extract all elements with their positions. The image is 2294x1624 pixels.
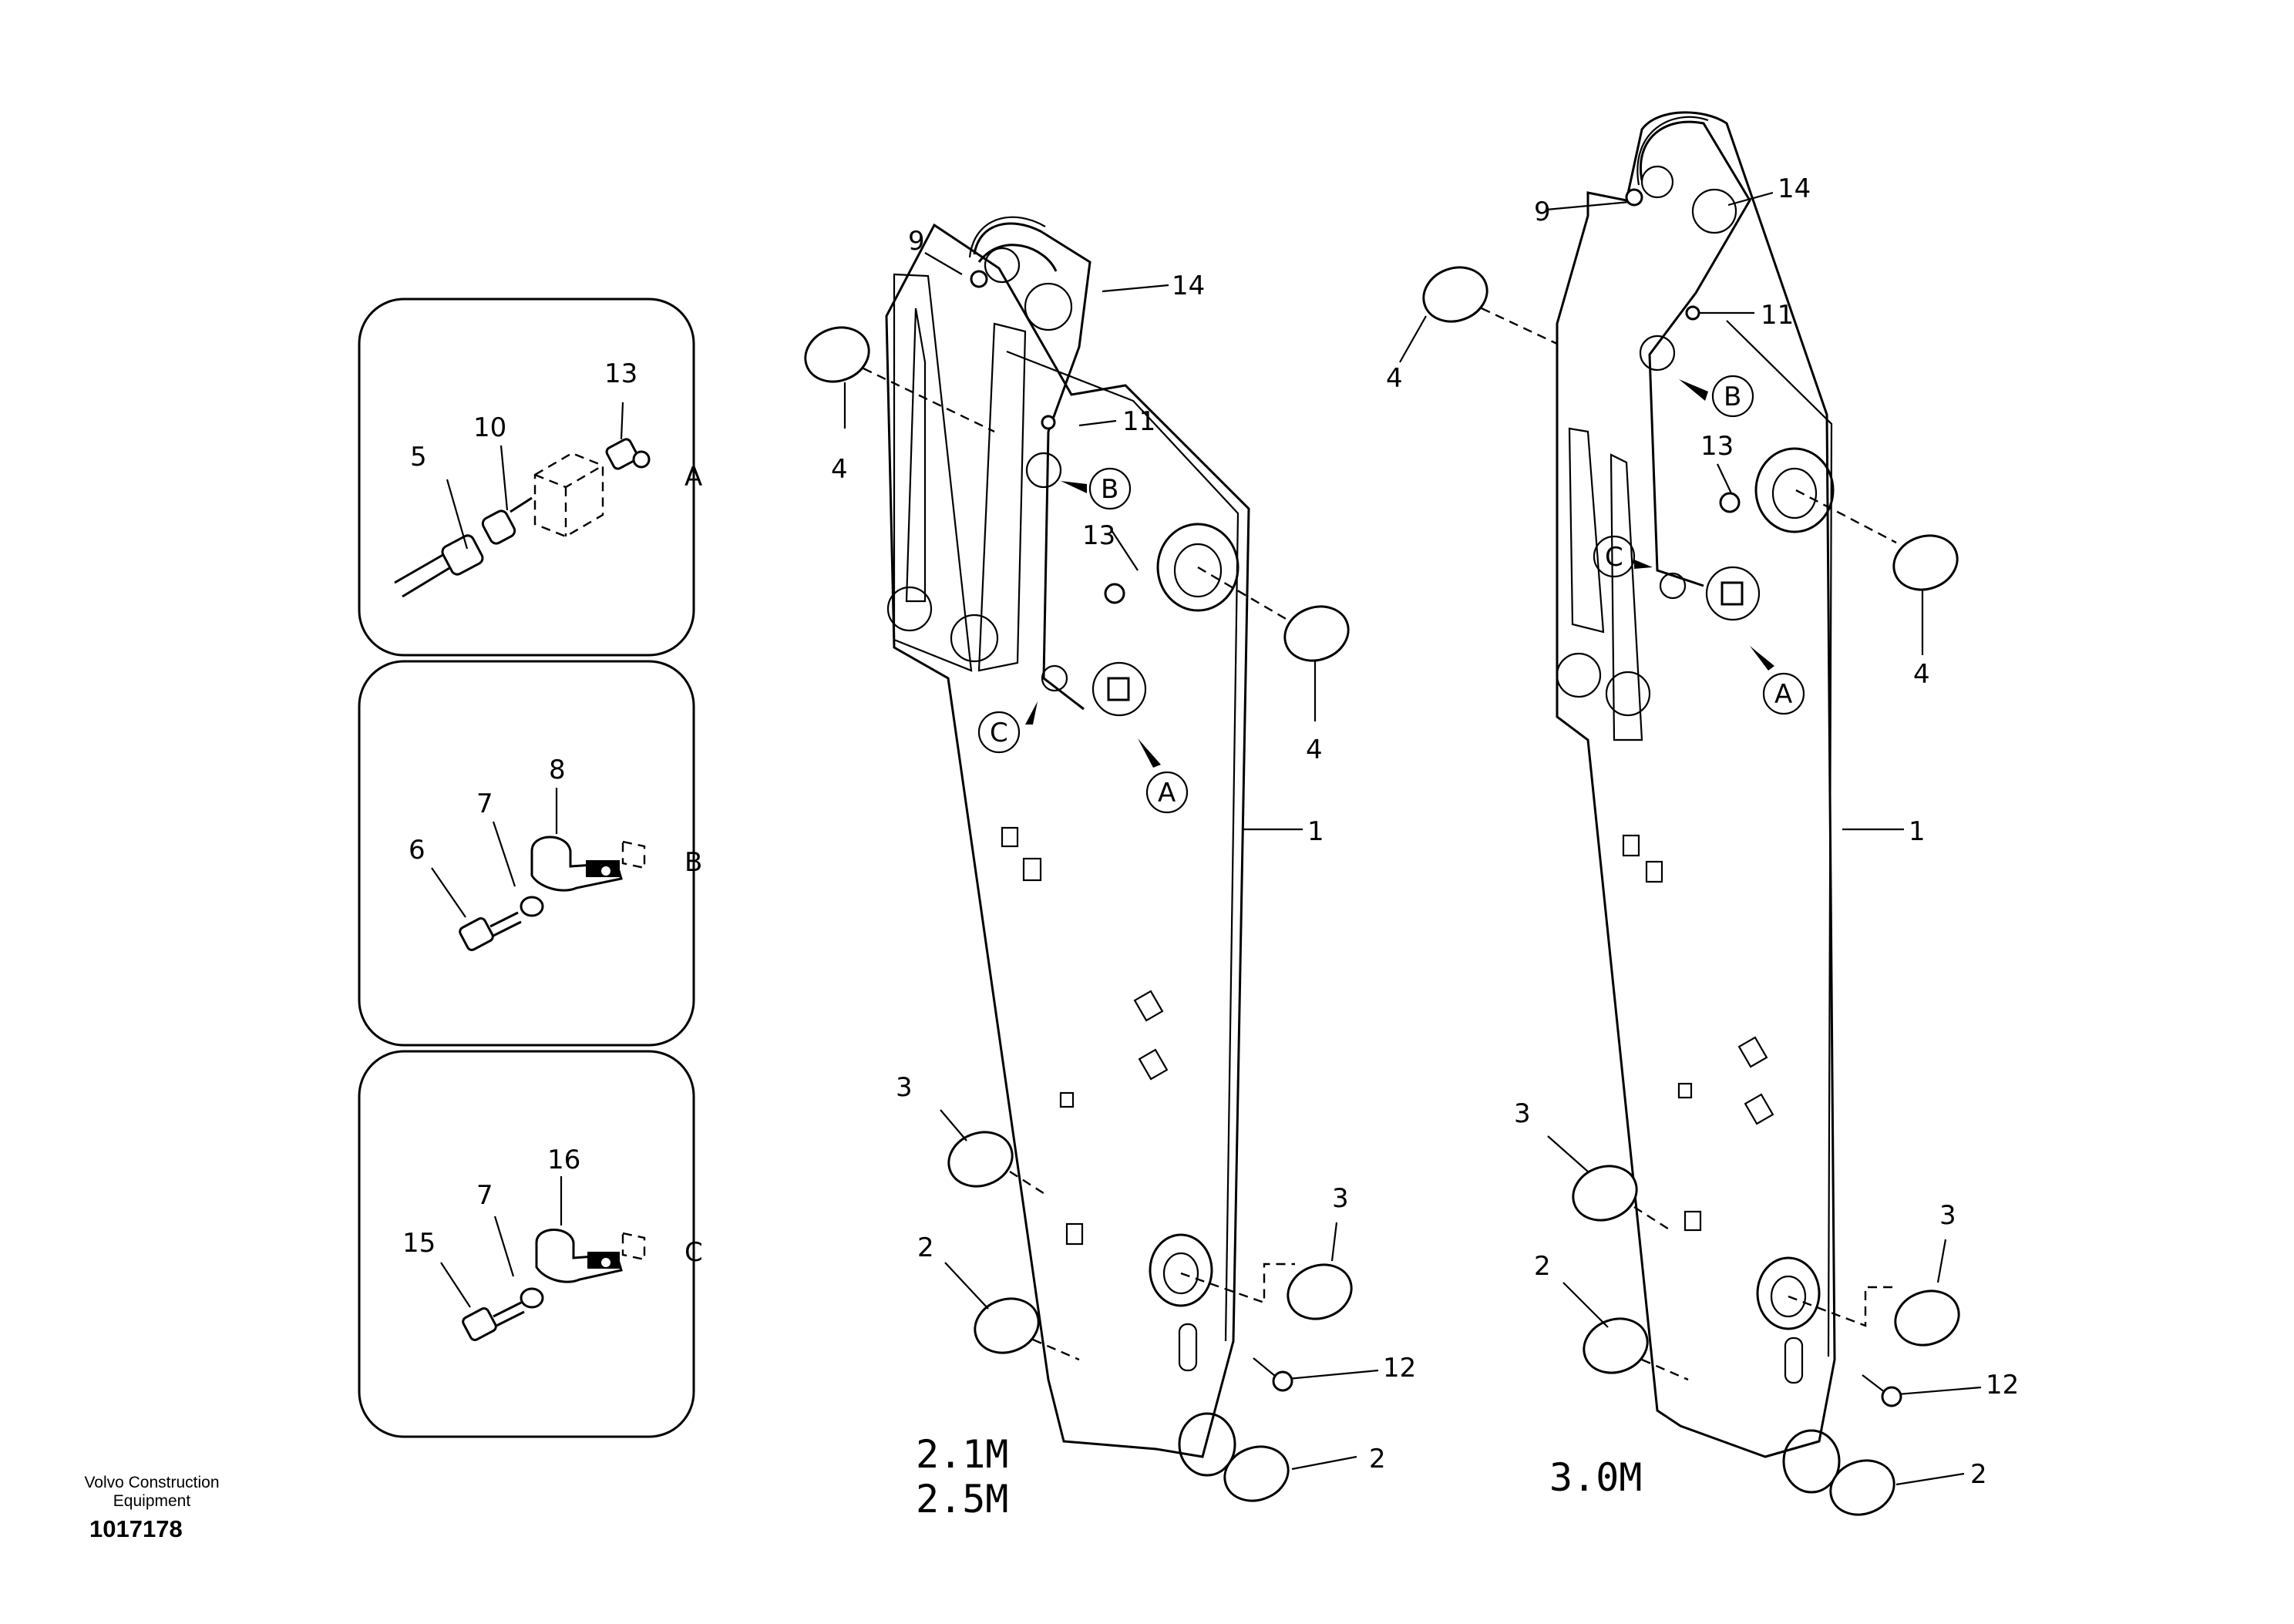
callout-13-long: 13 bbox=[1700, 431, 1734, 462]
marker-a-long: A bbox=[1774, 679, 1792, 710]
arm-short: B C A 9 14 11 13 4 4 1 3 3 2 2 12 2.1M 2… bbox=[804, 216, 1416, 1521]
marker-b-long: B bbox=[1724, 382, 1741, 412]
callout-6: 6 bbox=[409, 835, 426, 866]
callout-4-long-left: 4 bbox=[1386, 363, 1403, 394]
variant-label-3-0m: 3.0M bbox=[1549, 1455, 1642, 1500]
callout-2-long-right: 2 bbox=[1970, 1459, 1987, 1490]
brand-line-2: Equipment bbox=[113, 1492, 191, 1510]
callout-7-c: 7 bbox=[476, 1180, 493, 1211]
callout-2-long-left: 2 bbox=[1534, 1251, 1551, 1282]
marker-c-long: C bbox=[1605, 542, 1623, 573]
callout-5: 5 bbox=[410, 442, 427, 472]
callout-3-long-right: 3 bbox=[1939, 1200, 1956, 1231]
brand-caption: Volvo Construction Equipment bbox=[56, 1474, 248, 1511]
callout-3-short-left: 3 bbox=[896, 1072, 913, 1103]
callout-9-short: 9 bbox=[908, 226, 925, 257]
callout-3-long-left: 3 bbox=[1514, 1098, 1531, 1129]
callout-2-short-left: 2 bbox=[917, 1232, 934, 1263]
brand-line-1: Volvo Construction bbox=[84, 1474, 220, 1491]
detail-panel-c: 15 7 16 C bbox=[358, 1050, 703, 1438]
callout-7-b: 7 bbox=[476, 788, 493, 819]
callout-4-long-right: 4 bbox=[1913, 659, 1930, 690]
callout-12-long: 12 bbox=[1986, 1370, 2019, 1400]
callout-10: 10 bbox=[473, 412, 506, 443]
marker-a-short: A bbox=[1158, 778, 1176, 809]
variant-label-2-1m: 2.1M bbox=[916, 1432, 1008, 1477]
detail-letter-c: C bbox=[684, 1237, 703, 1268]
callout-1-long: 1 bbox=[1909, 816, 1926, 847]
callout-13-detail: 13 bbox=[604, 358, 637, 389]
arm-long: B C A 9 14 11 13 4 4 1 3 3 2 2 12 3.0M bbox=[1386, 111, 2019, 1516]
callout-9-long: 9 bbox=[1534, 197, 1551, 227]
callout-12-short: 12 bbox=[1383, 1353, 1416, 1384]
callout-2-short-right: 2 bbox=[1369, 1444, 1386, 1474]
callout-3-short-right: 3 bbox=[1332, 1183, 1349, 1214]
marker-b-short: B bbox=[1101, 474, 1118, 505]
detail-panel-a: 5 10 13 A bbox=[358, 298, 702, 657]
callout-16: 16 bbox=[547, 1145, 580, 1175]
callout-8: 8 bbox=[549, 755, 566, 785]
variant-label-2-5m: 2.5M bbox=[916, 1477, 1008, 1521]
marker-c-short: C bbox=[990, 718, 1008, 748]
detail-panel-b: 6 7 8 B bbox=[358, 660, 702, 1047]
detail-letter-a: A bbox=[684, 462, 702, 493]
callout-14-long: 14 bbox=[1778, 173, 1811, 204]
callout-11-long: 11 bbox=[1761, 300, 1794, 331]
callout-1-short: 1 bbox=[1307, 816, 1324, 847]
part-number: 1017178 bbox=[89, 1515, 183, 1542]
detail-letter-b: B bbox=[684, 847, 702, 878]
callout-4-short-right: 4 bbox=[1306, 735, 1323, 765]
callout-13-short: 13 bbox=[1082, 520, 1115, 551]
callout-11-short: 11 bbox=[1122, 406, 1155, 437]
callout-4-short-left: 4 bbox=[831, 454, 848, 485]
callout-14-short: 14 bbox=[1172, 271, 1205, 301]
callout-15: 15 bbox=[402, 1228, 436, 1259]
